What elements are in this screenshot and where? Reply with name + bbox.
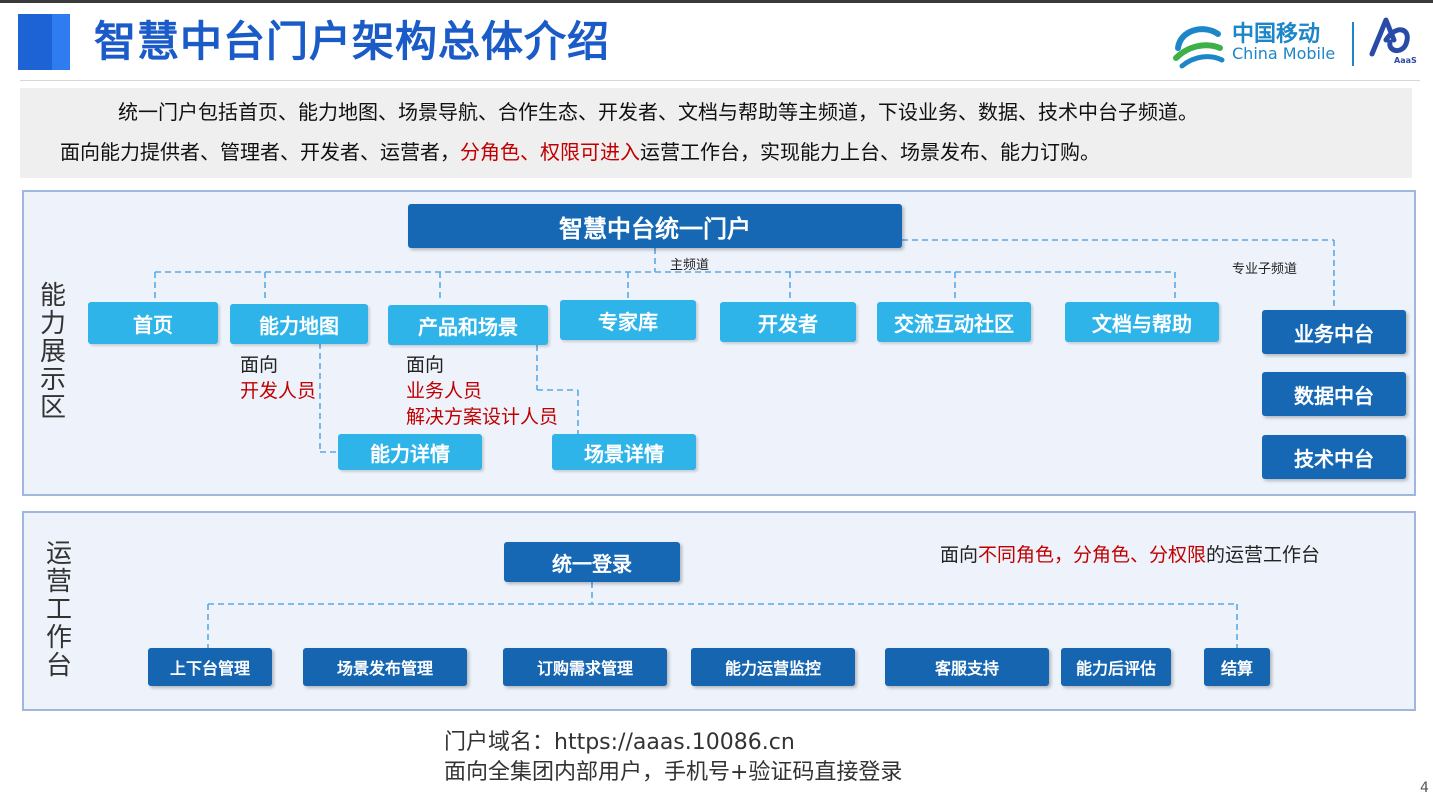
top-border [0, 0, 1433, 3]
sub-channel-data[interactable]: 数据中台 [1262, 372, 1406, 416]
channel-products-scenarios[interactable]: 产品和场景 [388, 305, 548, 345]
aaas-logo-icon [1369, 17, 1410, 57]
ops-area-note: 面向不同角色，分角色、分权限的运营工作台 [940, 540, 1320, 567]
china-mobile-logo-icon [1173, 26, 1225, 69]
ops-note-prefix: 面向 [940, 544, 979, 566]
audience-prefix: 面向 [240, 354, 279, 376]
ops-note-highlight: 不同角色，分角色、分权限 [978, 544, 1207, 566]
channel-community[interactable]: 交流互动社区 [877, 302, 1031, 342]
portal-box[interactable]: 智慧中台统一门户 [408, 204, 902, 248]
sub-channel-business[interactable]: 业务中台 [1262, 310, 1406, 354]
sub-channel-technology[interactable]: 技术中台 [1262, 435, 1406, 479]
ops-function-order-demand[interactable]: 订购需求管理 [503, 648, 667, 686]
logo-text-chinese: 中国移动 [1232, 22, 1321, 47]
aaas-logo-text: AaaS [1394, 56, 1417, 65]
main-channel-label: 主频道 [670, 258, 710, 273]
channel-home[interactable]: 首页 [88, 302, 218, 344]
channel-developer[interactable]: 开发者 [720, 302, 856, 342]
audience-prefix: 面向 [406, 354, 445, 376]
ops-function-listing[interactable]: 上下台管理 [148, 648, 272, 686]
intro-line-2: 面向能力提供者、管理者、开发者、运营者，分角色、权限可进入运营工作台，实现能力上… [60, 136, 1100, 165]
channel-docs-help[interactable]: 文档与帮助 [1065, 302, 1219, 342]
title-divider [20, 80, 1420, 81]
intro-line-1: 统一门户包括首页、能力地图、场景导航、合作生态、开发者、文档与帮助等主频道，下设… [118, 100, 1198, 124]
audience-developers: 开发人员 [240, 380, 317, 402]
capability-details-box[interactable]: 能力详情 [338, 434, 482, 470]
ops-area-label: 运营工作台 [45, 539, 72, 681]
audience-solution-designers: 解决方案设计人员 [406, 406, 559, 428]
page-title: 智慧中台门户架构总体介绍 [94, 17, 611, 66]
ops-function-capability-monitor[interactable]: 能力运营监控 [691, 648, 855, 686]
ops-function-settlement[interactable]: 结算 [1204, 648, 1270, 686]
sub-channel-label: 专业子频道 [1232, 262, 1298, 277]
title-accent-bar-light [52, 14, 70, 70]
display-area-label: 能力展示区 [39, 281, 66, 423]
ops-function-scenario-publish[interactable]: 场景发布管理 [303, 648, 467, 686]
intro-line-2-highlight: 分角色、权限可进入 [460, 140, 640, 164]
capability-map-audience: 面向 开发人员 [240, 352, 316, 404]
channel-capability-map[interactable]: 能力地图 [230, 304, 368, 344]
audience-business: 业务人员 [406, 380, 483, 402]
ops-note-suffix: 的运营工作台 [1206, 544, 1321, 566]
unified-login-box[interactable]: 统一登录 [504, 542, 680, 582]
intro-line-2-b: 运营工作台，实现能力上台、场景发布、能力订购。 [640, 140, 1100, 164]
logo-separator [1352, 22, 1354, 66]
channel-expert-library[interactable]: 专家库 [560, 300, 696, 340]
intro-box [20, 88, 1412, 178]
intro-line-2-a: 面向能力提供者、管理者、开发者、运营者， [60, 140, 460, 164]
page-number: 4 [1420, 780, 1429, 796]
logo-text-english: China Mobile [1232, 44, 1336, 63]
ops-function-customer-service[interactable]: 客服支持 [885, 648, 1049, 686]
login-note: 面向全集团内部用户，手机号+验证码直接登录 [444, 760, 903, 785]
scenario-details-box[interactable]: 场景详情 [552, 434, 696, 470]
products-audience: 面向 业务人员 解决方案设计人员 [406, 352, 558, 430]
portal-domain: 门户域名：https://aaas.10086.cn [444, 730, 795, 755]
ops-function-post-evaluation[interactable]: 能力后评估 [1061, 648, 1171, 686]
